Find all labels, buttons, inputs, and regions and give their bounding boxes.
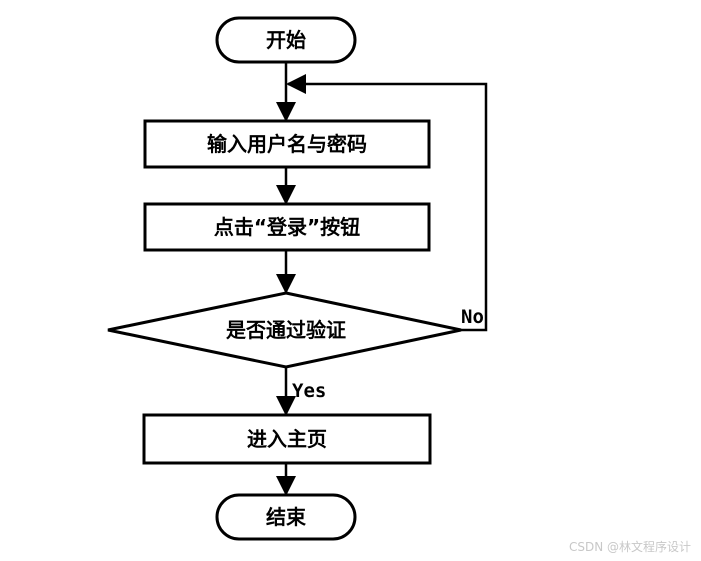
yes-label: Yes [292,380,326,402]
decision-verified-label: 是否通过验证 [225,318,346,342]
click-login-label: 点击“登录”按钮 [214,215,360,239]
enter-home-label: 进入主页 [247,427,327,451]
watermark-text: CSDN @林文程序设计 [568,540,691,554]
end-terminal [215,493,357,541]
arrow-no-loop-back [286,74,488,332]
no-label: No [461,306,484,328]
start-label: 开始 [266,28,306,52]
input-credentials-label: 输入用户名与密码 [207,132,367,156]
process-input-credentials [143,119,431,169]
end-label: 结束 [266,505,307,529]
